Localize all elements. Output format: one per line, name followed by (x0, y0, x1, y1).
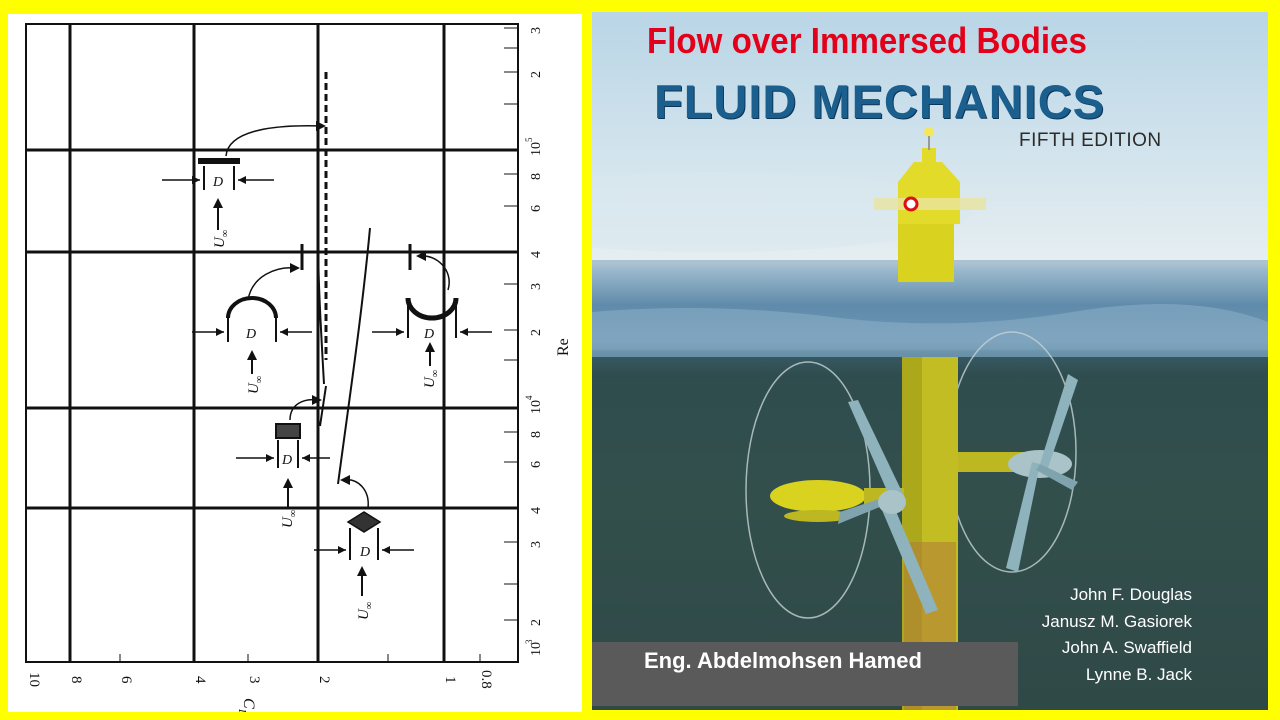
overlay-title: Flow over Immersed Bodies (647, 20, 1087, 61)
velocity-label: U (356, 608, 372, 620)
book-title: FLUID MECHANICS (654, 75, 1106, 128)
presenter-name: Eng. Abdelmohsen Hamed (644, 648, 922, 673)
re-tick-label: 2 (529, 329, 544, 336)
convex-half-curve (337, 227, 371, 485)
velocity-label: U (422, 376, 438, 388)
re-ticks (504, 27, 518, 621)
chart-svg: 10 8 6 4 3 2 1 0.8 C D 10 3 2 3 4 6 8 10… (25, 23, 572, 717)
re-tick-label: 2 (529, 619, 544, 626)
velocity-subscript: ∞ (288, 510, 299, 517)
drag-coefficient-chart: 10 8 6 4 3 2 1 0.8 C D 10 3 2 3 4 6 8 10… (8, 14, 582, 717)
cd-tick-label: 3 (246, 676, 262, 684)
square-shape: D U ∞ (236, 395, 330, 528)
cd-tick-label: 1 (442, 676, 458, 684)
body-diameter-label: D (359, 545, 370, 560)
square-curve (319, 385, 327, 427)
re-tick-label: 4 (529, 251, 544, 258)
velocity-subscript: ∞ (364, 602, 375, 609)
author-name: John A. Swaffield (1061, 638, 1192, 657)
velocity-label: U (212, 236, 228, 248)
velocity-subscript: ∞ (254, 376, 265, 383)
convex-half-shape: D U ∞ (372, 251, 492, 388)
re-tick-label: 8 (529, 431, 544, 438)
re-tick-exponent: 5 (524, 137, 534, 142)
re-tick-label: 6 (529, 461, 544, 468)
body-diameter-label: D (281, 453, 292, 468)
body-diameter-label: D (245, 327, 256, 342)
re-tick-label: 3 (529, 541, 544, 548)
re-tick-exponent: 4 (524, 395, 534, 400)
plot-frame (25, 23, 519, 663)
velocity-subscript: ∞ (430, 370, 441, 377)
edition-label: FIFTH EDITION (1019, 130, 1162, 151)
velocity-subscript: ∞ (220, 230, 231, 237)
cd-axis-label: C (240, 698, 257, 709)
velocity-label: U (246, 382, 262, 394)
concave-half-shape: D U ∞ (192, 263, 312, 394)
re-tick-label: 6 (529, 205, 544, 212)
cd-tick-label: 4 (192, 676, 208, 684)
presenter-banner: Eng. Abdelmohsen Hamed (592, 642, 1018, 706)
re-tick-label: 10 (529, 400, 544, 414)
cd-tick-label: 8 (68, 676, 84, 684)
body-diameter-label: D (423, 327, 434, 342)
flat-plate-shape: D U ∞ (162, 121, 412, 270)
cd-tick-label: 10 (26, 672, 42, 687)
cd-ticks (119, 654, 481, 662)
cd-tick-label: 6 (118, 676, 134, 684)
re-tick-label: 8 (529, 173, 544, 180)
concave-half-curve (317, 233, 325, 385)
book-cover: Flow over Immersed Bodies FLUID MECHANIC… (592, 12, 1268, 710)
re-tick-label: 10 (529, 142, 544, 156)
author-name: John F. Douglas (1070, 585, 1192, 604)
re-tick-label: 2 (529, 71, 544, 78)
cd-tick-label: 2 (316, 676, 332, 684)
cd-tick-label: 0.8 (478, 670, 494, 689)
re-axis-label: Re (555, 338, 572, 356)
re-tick-label: 3 (529, 283, 544, 290)
re-tick-label: 10 (529, 642, 544, 656)
author-list: John F. Douglas Janusz M. Gasiorek John … (1042, 582, 1192, 688)
re-tick-exponent: 3 (524, 639, 534, 644)
cd-axis-subscript: D (236, 708, 248, 712)
body-diameter-label: D (212, 175, 223, 190)
author-name: Lynne B. Jack (1085, 664, 1192, 684)
re-tick-label: 4 (529, 507, 544, 514)
velocity-label: U (280, 516, 296, 528)
re-tick-label: 3 (529, 27, 544, 34)
author-name: Janusz M. Gasiorek (1041, 611, 1192, 631)
diamond-shape: D U ∞ (314, 475, 414, 620)
